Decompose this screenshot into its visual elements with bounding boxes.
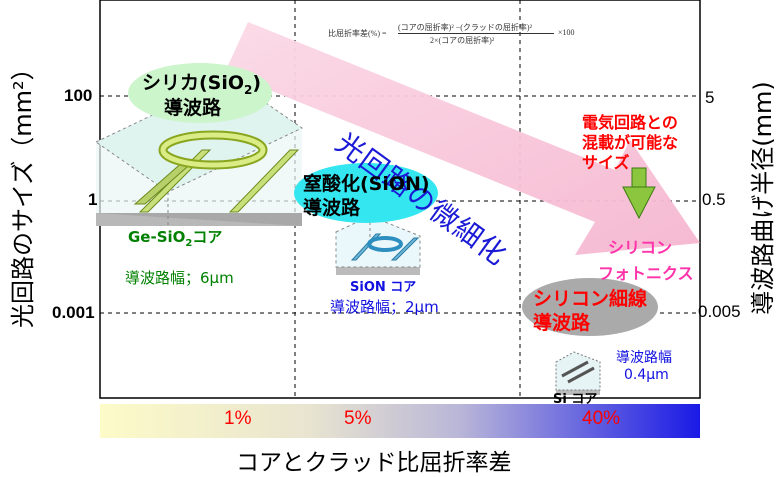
formula-numerator: (コアの屈折率)² −(クラッドの屈折率)² [398, 23, 532, 32]
silica-title-text: シリカ(SiO [142, 72, 245, 94]
right-tick-05: 0.5 [702, 190, 726, 209]
silica-core-post: コア [192, 228, 223, 246]
silica-core-pre: Ge-SiO [128, 228, 186, 246]
sion-title-line2: 導波路 [303, 197, 361, 219]
left-tick-0001: 0.001 [52, 303, 95, 322]
right-axis-title: 導波路曲げ半径(mm) [749, 81, 777, 315]
miniaturization-arrow [225, 22, 700, 255]
sion-core-label: SiON コア [350, 280, 417, 295]
left-tick-100: 100 [64, 86, 93, 105]
photonics-line2: フォトニクス [598, 264, 694, 283]
silica-title-close: ) [252, 72, 262, 94]
left-axis-title: 光回路のサイズ（mm²） [9, 56, 37, 328]
formula-factor: ×100 [558, 28, 575, 37]
silica-blob [128, 63, 272, 123]
sion-width-label: 導波路幅；2μm [330, 298, 439, 316]
electric-note-line2: 混載が可能な [582, 133, 679, 152]
silica-core-label: Ge-SiO2コア [128, 226, 222, 249]
sion-chip-illustration [335, 215, 421, 275]
right-tick-0005: 0.005 [698, 302, 741, 321]
silica-title: シリカ(SiO2) [142, 71, 261, 102]
electric-note: 電気回路との 混載が可能な サイズ [582, 113, 678, 173]
si-chip-illustration [555, 351, 601, 395]
x-axis-title: コアとクラッド比屈折率差 [236, 450, 512, 476]
formula-fraction-bar [398, 33, 554, 34]
formula-denominator: 2×(コアの屈折率)² [430, 36, 495, 45]
down-arrow-icon [622, 167, 656, 220]
silicon-width-label-line1: 導波路幅 [616, 350, 672, 366]
gradient-label-5pct: 5% [344, 408, 372, 429]
gradient-label-1pct: 1% [224, 408, 252, 429]
sion-title-line1: 窒酸化(SiON) [303, 173, 430, 195]
index-gradient-bar [100, 404, 700, 438]
silicon-blob [522, 278, 658, 336]
photonics-line1: シリコン [608, 238, 673, 257]
silica-title-sub: 2 [244, 82, 253, 97]
left-tick-1: 1 [88, 190, 98, 209]
right-tick-5: 5 [705, 88, 715, 107]
electric-note-line3: サイズ [582, 153, 630, 172]
silicon-title-line1: シリコン細線 [533, 288, 648, 310]
silicon-photonics-label: シリコン フォトニクス [598, 235, 694, 287]
silicon-width-label-line2: 0.4μm [624, 367, 669, 383]
silica-width-label: 導波路幅；6μm [125, 269, 234, 287]
gradient-label-40pct: 40% [582, 408, 621, 429]
silica-core-sub: 2 [185, 238, 193, 249]
electric-note-line1: 電気回路との [582, 113, 678, 132]
sion-blob [294, 163, 438, 223]
silicon-title-line2: 導波路 [533, 312, 591, 334]
formula-lhs: 比屈折率差(%) = [328, 29, 387, 38]
silica-title-line2: 導波路 [164, 97, 222, 119]
si-core-label: Si コア [553, 392, 598, 407]
